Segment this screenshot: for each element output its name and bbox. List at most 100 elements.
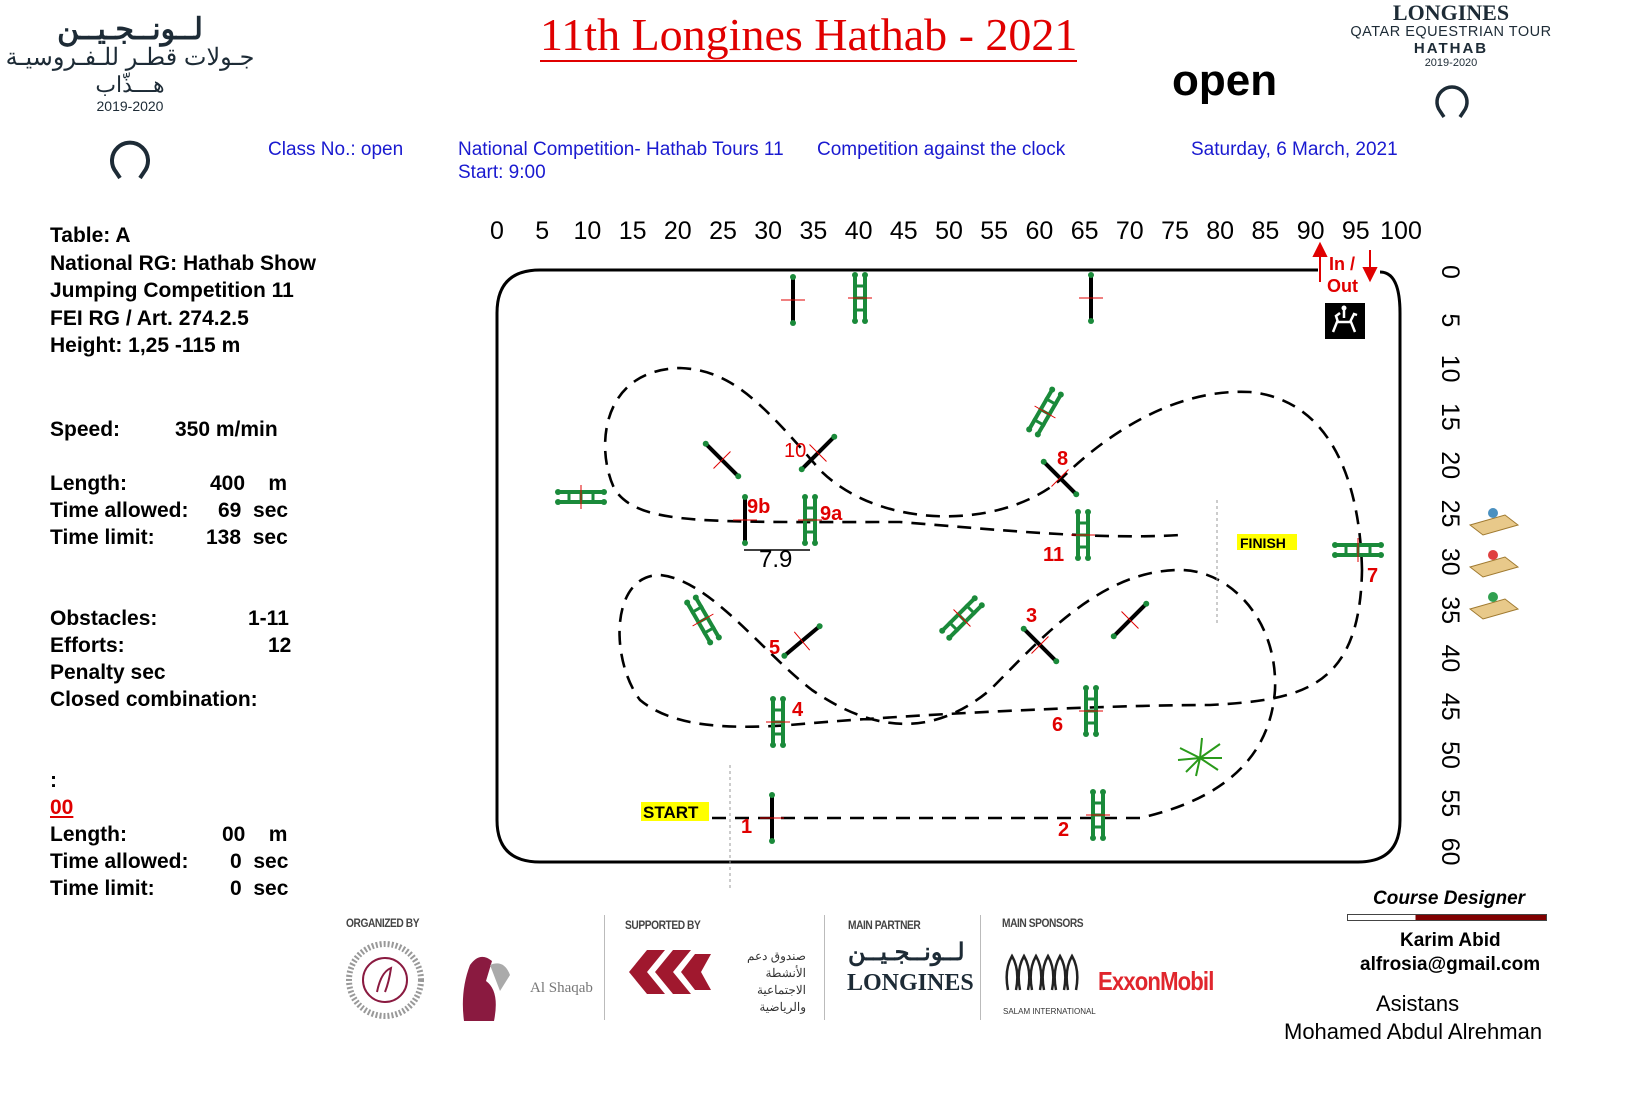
- y-scale-tick: 15: [1436, 403, 1464, 431]
- vertical-obstacle: [1079, 272, 1103, 324]
- oxer-obstacle: [555, 485, 607, 509]
- length-value: 400 m: [210, 472, 288, 495]
- x-scale-tick: 75: [1161, 217, 1189, 245]
- logo-arabic-brand: لــونــجـيــن: [57, 13, 203, 46]
- obstacle-number-1: 1: [741, 816, 752, 838]
- logo-years: 2019-2020: [96, 98, 164, 114]
- main-partner-heading: MAIN PARTNER: [848, 918, 921, 932]
- course-route: [603, 366, 1364, 820]
- x-scale-tick: 30: [754, 217, 782, 245]
- obstacles: [555, 272, 1384, 844]
- speed-label: Speed:: [50, 418, 121, 441]
- jumpoff-length-value: 00 m: [222, 823, 288, 846]
- oxer-obstacle: [1086, 789, 1110, 841]
- al-shaqab-text: Al Shaqab: [530, 980, 593, 996]
- logo-tour: QATAR EQUESTRIAN TOUR: [1350, 24, 1552, 40]
- y-scale-tick: 5: [1436, 313, 1464, 327]
- vertical-obstacle: [781, 274, 805, 326]
- vertical-obstacle: [702, 440, 742, 480]
- x-scale-tick: 10: [573, 217, 601, 245]
- x-scale-tick: 0: [490, 217, 504, 245]
- logo-arabic-hathab: هـــذّاب: [95, 72, 165, 97]
- plant-decoration: [1177, 737, 1222, 777]
- y-scale-tick: 20: [1436, 451, 1464, 479]
- x-scale-tick: 55: [980, 217, 1008, 245]
- designer-bar: [1347, 914, 1547, 921]
- jumpoff-title: 00: [50, 796, 74, 819]
- judges-icons: [1468, 508, 1520, 620]
- finish-label: FINISH: [1240, 535, 1286, 551]
- penalty: Penalty sec: [50, 661, 166, 684]
- out-label: Out: [1327, 276, 1358, 296]
- logo-brand: LONGINES: [1392, 0, 1510, 25]
- logo-years: 2019-2020: [1424, 57, 1478, 69]
- oxer-obstacle: [848, 272, 872, 324]
- vertical-obstacle: [781, 623, 823, 659]
- time-allowed-label: Time allowed:: [50, 499, 189, 522]
- time-limit-label: Time limit:: [50, 526, 155, 549]
- al-shaqab-logo: [462, 956, 510, 1021]
- oxer-obstacle: [766, 696, 790, 748]
- designer-email: alfrosia@gmail.com: [1360, 954, 1541, 975]
- course-stats: Speed:350 m/min Length:400 m Time allowe…: [50, 416, 310, 902]
- competition-date: Saturday, 6 March, 2021: [1191, 139, 1398, 160]
- y-scale-tick: 60: [1436, 838, 1464, 866]
- x-scale-tick: 85: [1251, 217, 1279, 245]
- x-scale-tick: 15: [619, 217, 647, 245]
- oxer-obstacle: [1332, 538, 1384, 562]
- jumpoff-colon: :: [50, 769, 57, 792]
- course-info: Table: A National RG: Hathab Show Jumpin…: [50, 222, 316, 360]
- horse-rider-icon: [1325, 303, 1365, 339]
- arena-border: [495, 268, 1402, 864]
- y-scale-tick: 35: [1436, 596, 1464, 624]
- divider: [824, 915, 825, 1020]
- salam-text: SALAM INTERNATIONAL: [1003, 1007, 1096, 1016]
- obstacle-number-9a: 9a: [820, 503, 843, 525]
- time-limit-value: 138 sec: [206, 526, 288, 549]
- efforts-value: 12: [268, 634, 292, 657]
- vertical-obstacle: [1040, 458, 1080, 498]
- assistant-heading: Asistans: [1376, 991, 1460, 1016]
- x-scale-tick: 60: [1025, 217, 1053, 245]
- obstacles-value: 1-11: [248, 607, 289, 630]
- y-scale-tick: 30: [1436, 548, 1464, 576]
- x-scale-tick: 35: [799, 217, 827, 245]
- y-scale-tick: 0: [1436, 265, 1464, 279]
- x-scale-tick: 25: [709, 217, 737, 245]
- height: Height: 1,25 -115 m: [50, 334, 241, 357]
- rules-2: Jumping Competition 11: [50, 279, 294, 302]
- horseshoe-icon: [1435, 85, 1469, 118]
- y-scale-tick: 55: [1436, 789, 1464, 817]
- supported-by-heading: SUPPORTED BY: [625, 918, 701, 932]
- y-scale-tick: 45: [1436, 693, 1464, 721]
- oxer-obstacle: [684, 594, 722, 646]
- class-name: open: [1172, 56, 1278, 105]
- sport-fund-text: صندوق دعم الأنشطة الاجتماعية والرياضية: [746, 949, 806, 1014]
- x-scale-tick: 100: [1380, 217, 1422, 245]
- oxer-obstacle: [1026, 386, 1064, 438]
- x-scale-tick: 45: [890, 217, 918, 245]
- oxer-obstacle: [798, 494, 822, 546]
- start-time: Start: 9:00: [458, 162, 546, 183]
- obstacle-number-5: 5: [769, 637, 780, 659]
- logo-arabic-tour: جـولات قطـر للـفـروسيـة: [5, 44, 255, 71]
- obstacle-number-10: 10: [784, 440, 806, 462]
- vertical-obstacle: [1020, 625, 1060, 665]
- jumpoff-time-allowed-label: Time allowed:: [50, 850, 189, 873]
- x-scale-tick: 65: [1071, 217, 1099, 245]
- obstacle-number-4: 4: [792, 699, 804, 721]
- jumpoff-time-allowed-value: 0 sec: [230, 850, 289, 873]
- x-scale-tick: 20: [664, 217, 692, 245]
- obstacle-numbers: 1 2 3 4 5 6 7 8 9a 9b 10 11: [741, 440, 1378, 841]
- obstacle-number-3: 3: [1026, 605, 1037, 627]
- obstacle-number-7: 7: [1367, 565, 1378, 587]
- page-title: 11th Longines Hathab - 2021: [540, 9, 1078, 62]
- jumpoff-time-limit-value: 0 sec: [230, 877, 289, 900]
- table-type: Table: A: [50, 224, 131, 247]
- course-designer-heading: Course Designer: [1373, 888, 1526, 909]
- jumpoff-time-limit-label: Time limit:: [50, 877, 155, 900]
- length-label: Length:: [50, 472, 127, 495]
- salam-logo: [1005, 953, 1079, 991]
- time-allowed-value: 69 sec: [218, 499, 289, 522]
